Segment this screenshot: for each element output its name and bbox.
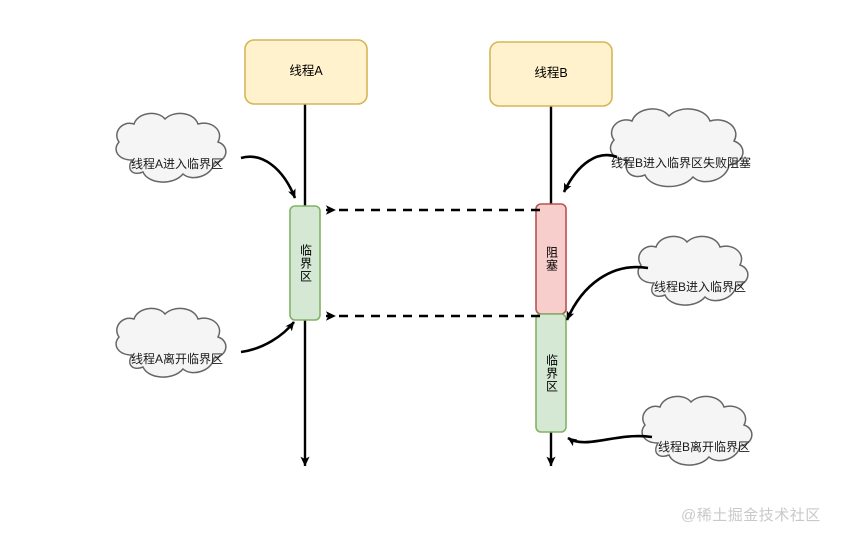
activation-label-b-blocked: 阻塞 <box>544 246 559 272</box>
activation-label-b-critical: 临界区 <box>544 353 559 393</box>
cloud-label-note-b-block-wrap: 线程B进入临界区失败阻塞 <box>611 149 751 177</box>
actor-label-thread-b: 线程B <box>534 66 568 81</box>
actor-label-thread-a-wrap: 线程A <box>245 40 367 104</box>
connector-note-a-enter <box>240 155 297 199</box>
cloud-label-note-b-leave-wrap: 线程B离开临界区 <box>645 433 763 461</box>
connector-note-b-block <box>562 153 618 193</box>
cloud-note-b-leave <box>641 395 753 466</box>
cloud-label-note-b-leave: 线程B离开临界区 <box>657 439 750 454</box>
activation-a-critical <box>289 205 321 321</box>
activation-label-b-blocked-wrap: 阻塞 <box>536 204 566 314</box>
cloud-label-note-a-leave: 线程A离开临界区 <box>130 351 223 366</box>
connector-note-b-enter <box>565 265 649 321</box>
cloud-note-a-leave <box>115 307 227 378</box>
activation-b-critical <box>535 313 567 433</box>
actor-label-thread-b-wrap: 线程B <box>490 42 612 106</box>
watermark: @稀土掘金技术社区 <box>681 507 821 524</box>
actor-box-thread-a <box>244 39 368 105</box>
activation-label-a-critical: 临界区 <box>298 243 313 283</box>
actor-box-thread-b <box>489 41 613 107</box>
cloud-note-a-enter <box>115 112 227 183</box>
cloud-label-note-a-enter-wrap: 线程A进入临界区 <box>118 150 236 178</box>
cloud-note-b-enter <box>637 235 749 306</box>
activation-label-a-critical-wrap: 临界区 <box>290 206 320 320</box>
cloud-note-b-block <box>609 108 744 188</box>
cloud-label-note-a-enter: 线程A进入临界区 <box>130 156 223 171</box>
connector-note-b-leave <box>567 434 653 447</box>
cloud-label-note-b-block: 线程B进入临界区失败阻塞 <box>611 155 752 170</box>
connector-note-a-leave <box>240 321 296 354</box>
cloud-label-note-a-leave-wrap: 线程A离开临界区 <box>118 345 236 373</box>
activation-label-b-critical-wrap: 临界区 <box>536 314 566 432</box>
cloud-label-note-b-enter: 线程B进入临界区 <box>653 279 746 294</box>
cloud-label-note-b-enter-wrap: 线程B进入临界区 <box>641 273 759 301</box>
actor-label-thread-a: 线程A <box>289 64 323 79</box>
